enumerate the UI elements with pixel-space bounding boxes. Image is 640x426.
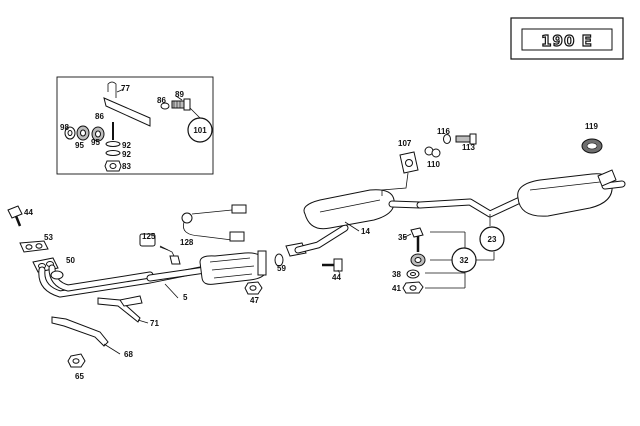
washer-92a — [105, 141, 121, 147]
oxygen-sensor-harness — [139, 204, 247, 265]
washer-116 — [443, 134, 451, 144]
label-53: 53 — [44, 233, 53, 242]
seal-ring — [50, 270, 64, 280]
label-50: 50 — [66, 256, 75, 265]
front-muffler — [303, 189, 395, 230]
label-77: 77 — [121, 84, 130, 93]
detail-inset: 101 — [56, 76, 214, 175]
rear-muffler — [517, 173, 613, 217]
label-59: 59 — [277, 264, 286, 273]
label-35: 35 — [398, 233, 407, 242]
label-116: 116 — [437, 127, 450, 136]
u-bolt — [107, 81, 117, 98]
model-badge: 190 E — [510, 17, 624, 60]
bolt-113 — [455, 133, 477, 145]
leader-lines — [103, 221, 412, 355]
sensor-grommet — [181, 212, 193, 224]
label-38: 38 — [392, 270, 401, 279]
label-98: 98 — [60, 123, 69, 132]
nut — [160, 102, 170, 110]
label-110: 110 — [427, 160, 440, 169]
bolt-44 — [7, 205, 23, 227]
svg-text:32: 32 — [460, 256, 469, 265]
label-128: 128 — [180, 238, 194, 247]
bolt-44b — [322, 258, 343, 272]
model-badge-text: 190 E — [541, 32, 593, 50]
svg-text:101: 101 — [193, 126, 207, 135]
label-5: 5 — [183, 293, 188, 302]
callout-101 — [187, 117, 213, 143]
catalytic-converter — [146, 250, 284, 295]
bolt-35 — [410, 227, 424, 252]
label-44a: 44 — [24, 208, 33, 217]
label-86b: 86 — [95, 112, 104, 121]
label-83: 83 — [122, 162, 131, 171]
label-95b: 95 — [91, 138, 100, 147]
label-47: 47 — [250, 296, 259, 305]
part-labels: 77 89 86 86 98 95 95 92 92 83 44 53 50 1… — [24, 84, 598, 381]
svg-text:23: 23 — [488, 235, 497, 244]
rear-muffler-section — [416, 138, 626, 218]
connector — [231, 204, 247, 214]
label-86a: 86 — [157, 96, 166, 105]
bolt — [171, 98, 191, 111]
converter-flange — [257, 250, 267, 276]
label-119: 119 — [585, 122, 598, 131]
label-107: 107 — [398, 139, 412, 148]
label-41: 41 — [392, 284, 401, 293]
label-68: 68 — [124, 350, 133, 359]
front-downpipe — [7, 205, 204, 368]
label-92a: 92 — [122, 141, 131, 150]
callout-23 — [479, 226, 505, 252]
sensor-plug — [139, 233, 156, 247]
label-95a: 95 — [75, 141, 84, 150]
label-14: 14 — [361, 227, 370, 236]
label-71: 71 — [150, 319, 159, 328]
label-89: 89 — [175, 90, 184, 99]
label-92b: 92 — [122, 150, 131, 159]
label-44b: 44 — [332, 273, 341, 282]
washer-92b — [105, 150, 121, 156]
label-113: 113 — [462, 143, 475, 152]
label-65: 65 — [75, 372, 84, 381]
strap — [51, 316, 109, 347]
label-125: 125 — [142, 232, 156, 241]
clamp-group: 32 23 — [402, 214, 505, 294]
clamp-bracket — [103, 97, 151, 127]
clamp-ring — [274, 253, 284, 267]
intermediate-pipe — [285, 189, 424, 272]
gasket — [19, 240, 49, 253]
center-hanger — [381, 133, 477, 196]
